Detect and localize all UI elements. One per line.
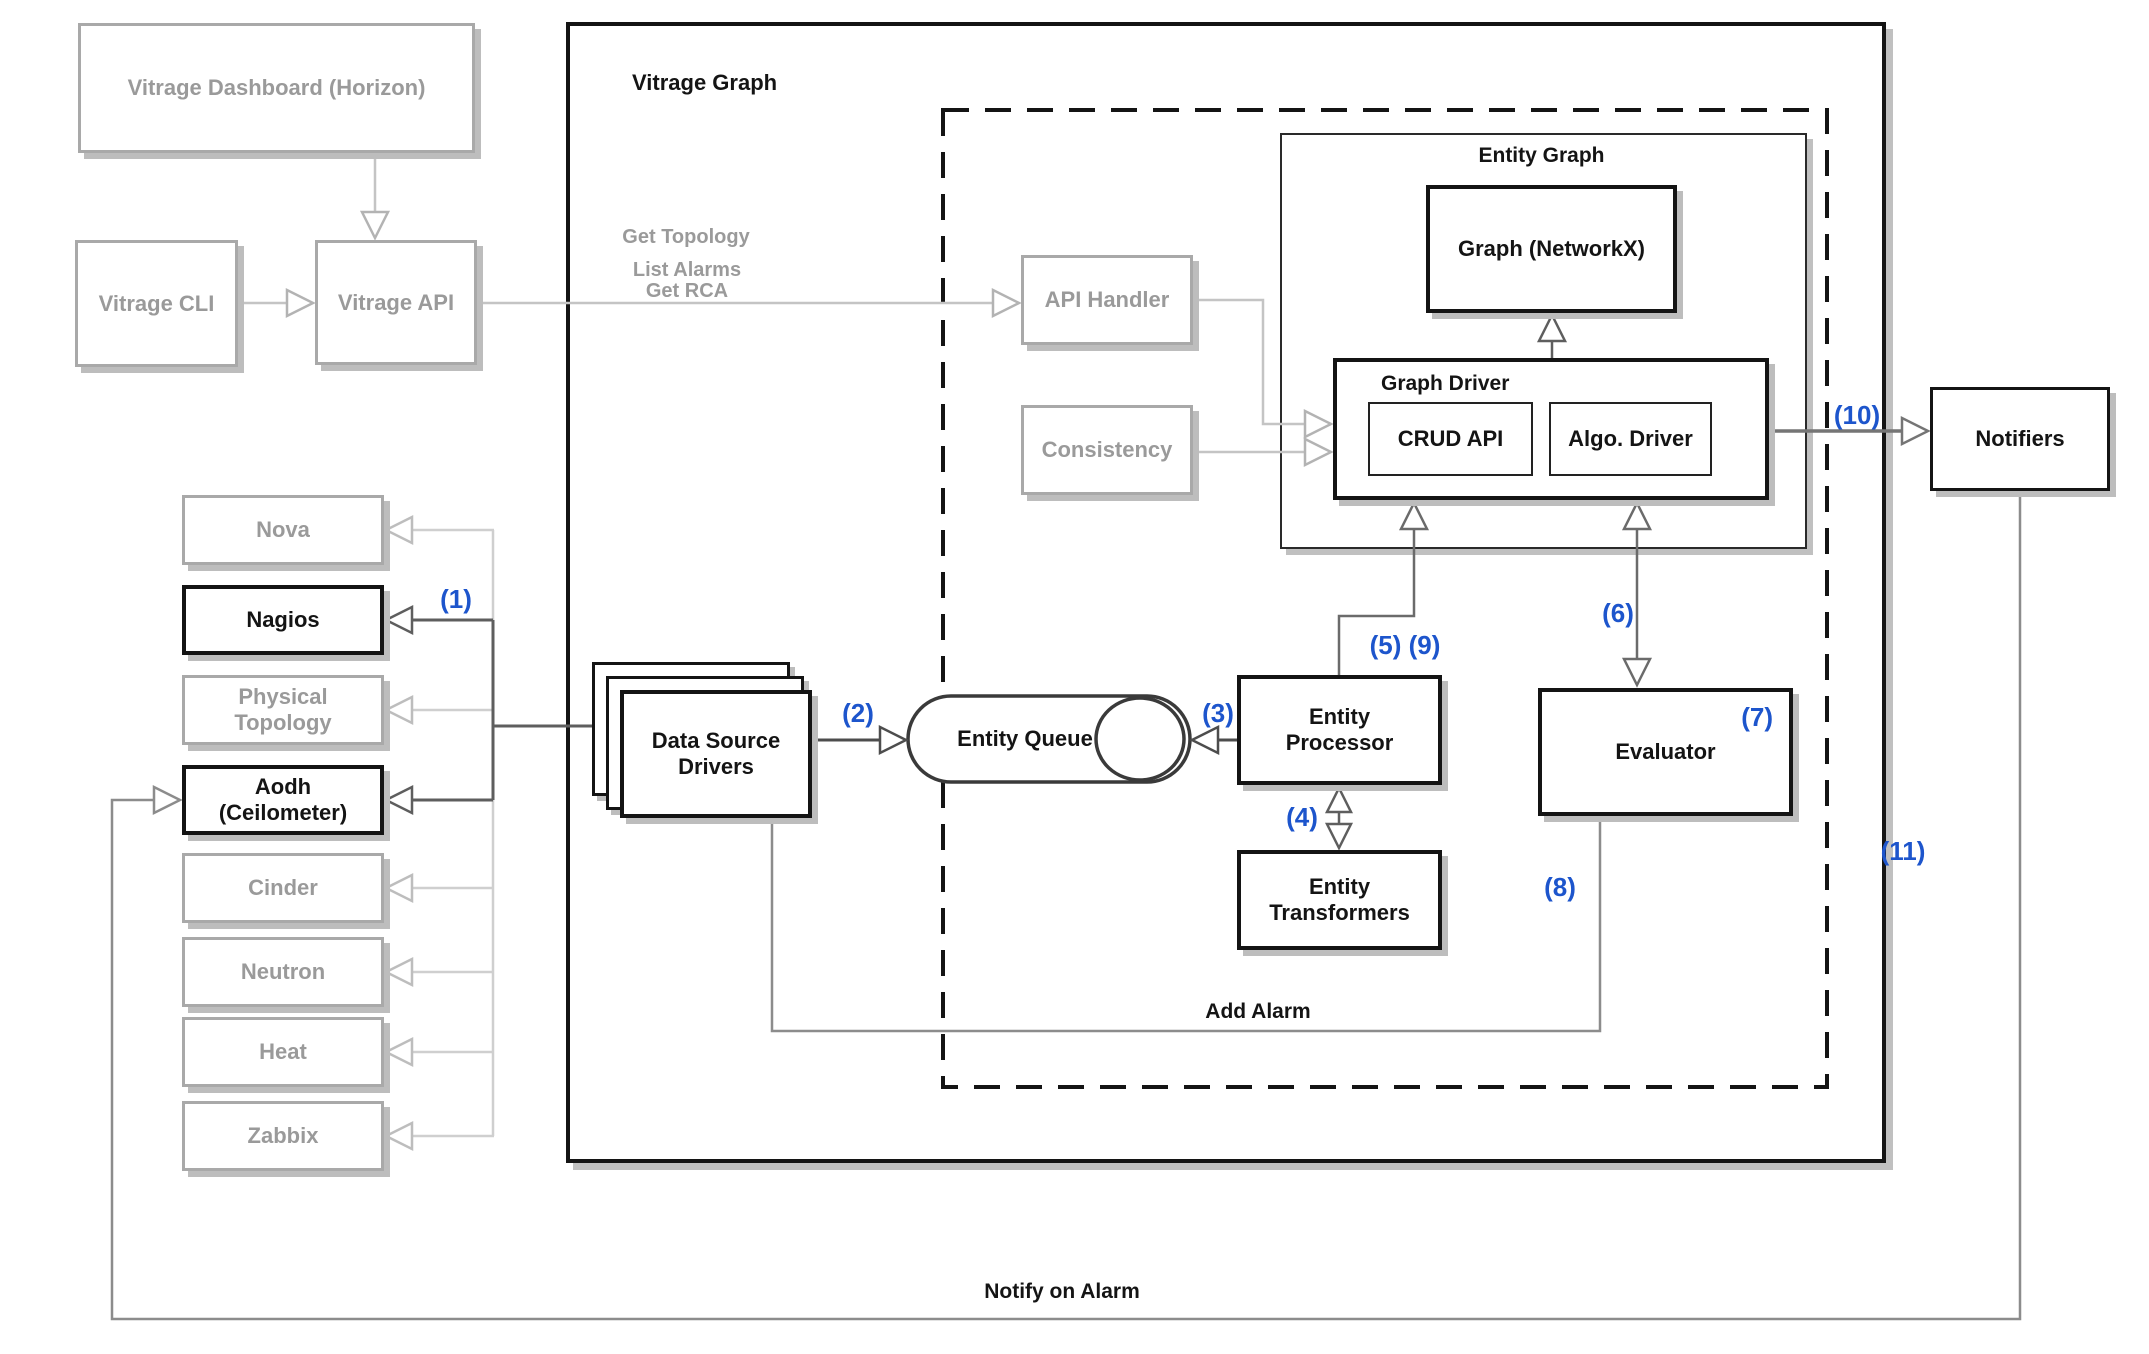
data-source-drivers-label: Data Source Drivers	[651, 728, 781, 779]
step-11-label: (11)	[1880, 836, 1926, 866]
source-neutron: Neutron	[182, 937, 384, 1007]
source-aodh: Aodh (Ceilometer)	[182, 765, 384, 835]
node-crud-api: CRUD API	[1368, 402, 1533, 476]
step-6-label: (6)	[1602, 598, 1634, 628]
step-7-label: (7)	[1741, 702, 1773, 732]
heat-label: Heat	[259, 1039, 307, 1064]
entity-processor-label: Entity Processor	[1285, 704, 1394, 755]
step-5-9-label: (5) (9)	[1369, 630, 1441, 660]
neutron-label: Neutron	[240, 959, 326, 984]
list-alarms-label: List Alarms	[632, 259, 742, 281]
node-vitrage-dashboard: Vitrage Dashboard (Horizon)	[78, 23, 475, 153]
node-notifiers: Notifiers	[1930, 387, 2110, 491]
source-zabbix: Zabbix	[182, 1101, 384, 1171]
source-bus-lines	[412, 528, 495, 1138]
notifiers-label: Notifiers	[1975, 426, 2065, 451]
entity-transformers-label: Entity Transformers	[1269, 874, 1410, 925]
crud-api-label: CRUD API	[1397, 426, 1504, 451]
graph-driver-title: Graph Driver	[1381, 372, 1510, 395]
graph-networkx-label: Graph (NetworkX)	[1457, 236, 1646, 261]
vitrage-graph-title: Vitrage Graph	[632, 70, 778, 95]
cinder-label: Cinder	[248, 875, 318, 900]
source-cinder: Cinder	[182, 853, 384, 923]
nagios-label: Nagios	[246, 607, 320, 632]
evaluator-label: Evaluator	[1615, 739, 1716, 764]
source-physical-topology: Physical Topology	[182, 675, 384, 745]
node-vitrage-cli: Vitrage CLI	[75, 240, 238, 367]
step-8-label: (8)	[1544, 872, 1576, 902]
vitrage-dashboard-label: Vitrage Dashboard (Horizon)	[127, 75, 426, 100]
node-graph-networkx: Graph (NetworkX)	[1426, 185, 1677, 313]
node-entity-transformers: Entity Transformers	[1237, 850, 1442, 950]
zabbix-label: Zabbix	[247, 1123, 319, 1148]
physical-topology-label: Physical Topology	[234, 684, 332, 735]
nova-label: Nova	[256, 517, 310, 542]
step-3-label: (3)	[1202, 698, 1234, 728]
step-1-label: (1)	[440, 584, 472, 614]
consistency-label: Consistency	[1041, 437, 1173, 462]
notify-on-alarm-label: Notify on Alarm	[984, 1280, 1140, 1303]
add-alarm-label: Add Alarm	[1205, 1000, 1311, 1023]
source-heat: Heat	[182, 1017, 384, 1087]
aodh-label: Aodh (Ceilometer)	[218, 774, 348, 825]
step-4-label: (4)	[1286, 802, 1318, 832]
step-2-label: (2)	[842, 698, 874, 728]
node-entity-processor: Entity Processor	[1237, 675, 1442, 785]
api-handler-label: API Handler	[1044, 287, 1170, 312]
node-api-handler: API Handler	[1021, 255, 1193, 345]
get-topology-label: Get Topology	[622, 226, 750, 248]
step-10-label: (10)	[1833, 400, 1881, 430]
algo-driver-label: Algo. Driver	[1568, 426, 1693, 451]
get-rca-label: Get RCA	[645, 280, 729, 302]
source-nagios: Nagios	[182, 585, 384, 655]
node-data-source-drivers: Data Source Drivers	[620, 690, 812, 818]
node-vitrage-api: Vitrage API	[315, 240, 477, 365]
node-consistency: Consistency	[1021, 405, 1193, 495]
source-nova: Nova	[182, 495, 384, 565]
node-evaluator: Evaluator (7)	[1538, 688, 1793, 816]
vitrage-api-label: Vitrage API	[337, 289, 455, 315]
node-algo-driver: Algo. Driver	[1549, 402, 1712, 476]
vitrage-cli-label: Vitrage CLI	[98, 290, 215, 316]
entity-queue-label: Entity Queue	[957, 726, 1093, 751]
entity-graph-title: Entity Graph	[1478, 144, 1605, 167]
